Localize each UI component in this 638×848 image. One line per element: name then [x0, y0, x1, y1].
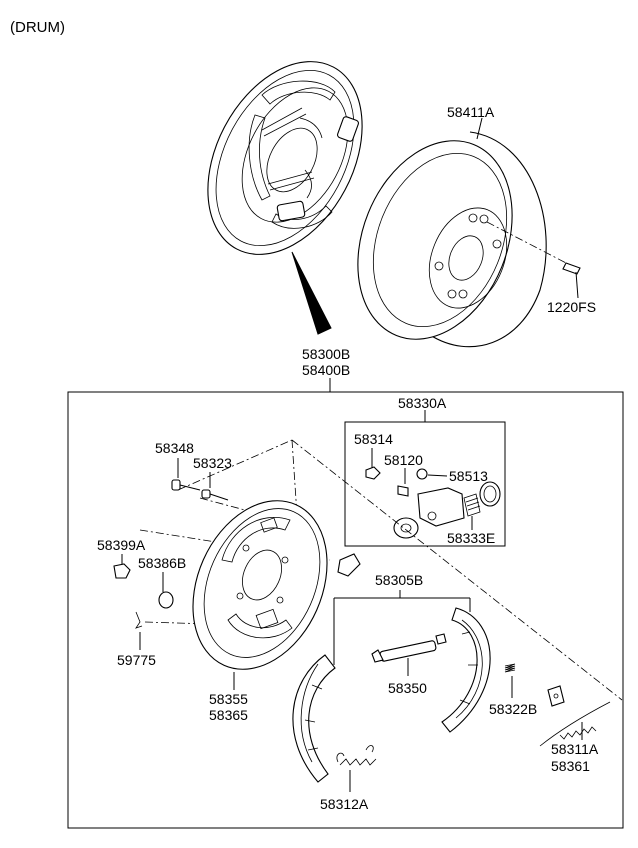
label-backing-plate-b: 58365 — [209, 707, 248, 723]
label-upper-spring-a: 58311A — [551, 741, 599, 757]
adjuster-spring-part — [504, 663, 565, 707]
brake-shoe-right — [441, 607, 491, 733]
label-upper-spring-b: 58361 — [551, 758, 590, 774]
label-lower-spring: 58312A — [320, 796, 369, 812]
label-adjuster-spring: 58322B — [489, 701, 537, 717]
label-adjuster: 58350 — [388, 680, 427, 696]
pins — [171, 458, 229, 501]
plug-part — [113, 563, 131, 579]
label-wheel-cylinder-kit: 58330A — [398, 395, 447, 411]
brake-drum-illustration — [357, 117, 581, 348]
grommet-part — [158, 591, 174, 609]
label-shoe-kit: 58305B — [375, 572, 423, 588]
gasket-part — [337, 553, 361, 577]
label-brake-assembly-a: 58300B — [302, 346, 350, 362]
wheel-cylinder-parts — [365, 448, 501, 539]
label-bolt: 1220FS — [547, 299, 596, 315]
label-grommet: 58386B — [138, 555, 186, 571]
label-bleeder-cap: 58314 — [354, 431, 393, 447]
adjuster-part — [371, 633, 447, 676]
label-brake-assembly-b: 58400B — [302, 362, 350, 378]
label-bleeder-screw: 58120 — [384, 452, 423, 468]
label-boot: 58513 — [449, 468, 488, 484]
brake-shoe-left — [292, 654, 336, 783]
label-drum: 58411A — [447, 104, 495, 120]
label-plug: 58399A — [97, 537, 146, 553]
lower-spring-part — [336, 745, 377, 792]
label-clip: 59775 — [117, 652, 156, 668]
upper-spring-part — [539, 701, 611, 747]
backing-plate-illustration — [192, 500, 328, 670]
label-hold-down-pin-2: 58323 — [193, 455, 232, 471]
assembled-brake-illustration — [207, 61, 363, 335]
label-hold-down-pin: 58348 — [155, 440, 194, 456]
label-backing-plate-a: 58355 — [209, 691, 248, 707]
label-piston-kit: 58333E — [447, 530, 495, 546]
assembly-frame — [67, 391, 624, 829]
diagram-header: (DRUM) — [10, 19, 65, 36]
clip-part — [135, 611, 143, 629]
